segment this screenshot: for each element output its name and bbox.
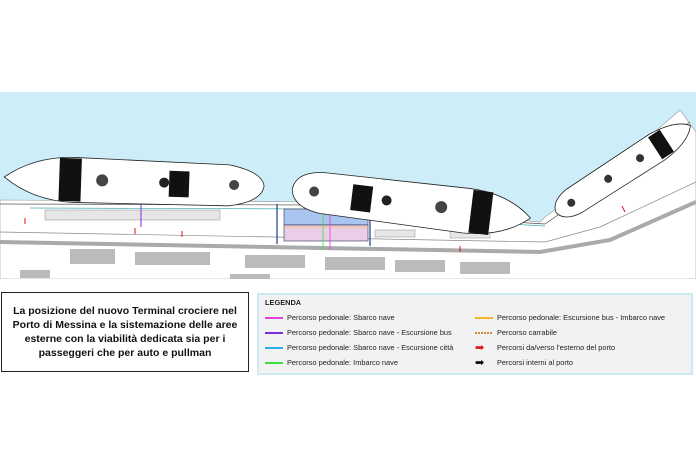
parking-hatching [44,209,491,239]
cruise-ship-2 [291,172,532,236]
legend-item: ➡ Percorsi interni al porto [475,355,685,370]
line-swatch-icon [265,331,283,334]
legend-right-column: Percorso pedonale: Escursione bus - Imba… [475,310,685,370]
map-caption: La posizione del nuovo Terminal crociere… [1,292,249,372]
legend-item: Percorso carrabile [475,325,685,340]
line-swatch-icon [265,316,283,319]
legend-item: Percorso pedonale: Sbarco nave [265,310,475,325]
legend-item: Percorso pedonale: Imbarco nave [265,355,475,370]
legend-label: Percorso pedonale: Imbarco nave [287,358,398,367]
line-swatch-icon [265,346,283,349]
buildings [20,249,510,279]
legend-label: Percorso pedonale: Sbarco nave [287,313,395,322]
legend-item: Percorso pedonale: Sbarco nave - Escursi… [265,340,475,355]
legend-label: Percorso carrabile [497,328,557,337]
port-map [0,92,696,279]
legend-label: Percorso pedonale: Sbarco nave - Escursi… [287,328,452,337]
legend-left-column: Percorso pedonale: Sbarco nave Percorso … [265,310,475,370]
legend-label: Percorso pedonale: Escursione bus - Imba… [497,313,666,322]
legend-item: ➡ Percorsi da/verso l'esterno del porto [475,340,685,355]
red-arrow-icon: ➡ [475,341,485,354]
cruise-ship-3 [554,123,691,218]
legend-label: Percorsi da/verso l'esterno del porto [497,343,616,352]
legend-title: LEGENDA [265,298,302,307]
caption-text: La posizione del nuovo Terminal crociere… [12,305,238,359]
legend: LEGENDA Percorso pedonale: Sbarco nave P… [257,293,693,375]
line-swatch-icon [475,316,493,319]
line-swatch-icon [265,361,283,364]
legend-label: Percorsi interni al porto [497,358,573,367]
black-arrow-icon: ➡ [475,356,485,369]
legend-item: Percorso pedonale: Escursione bus - Imba… [475,310,685,325]
legend-item: Percorso pedonale: Sbarco nave - Escursi… [265,325,475,340]
legend-label: Percorso pedonale: Sbarco nave - Escursi… [287,343,454,352]
cruise-ship-1 [3,157,265,207]
dashed-swatch-icon [475,331,493,334]
arrows-external [24,205,626,252]
